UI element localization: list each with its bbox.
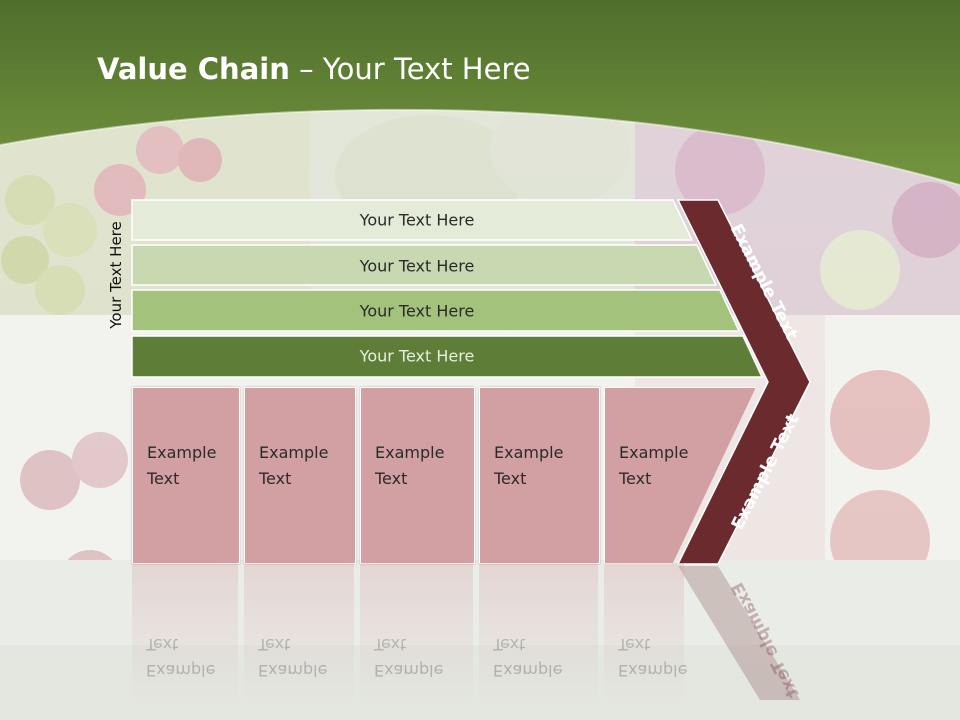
box-2: Example Text [244,387,356,564]
box-3-reflection-label: Example Text [374,635,444,680]
box-1-label: Example Text [147,443,217,488]
bar-1-shape [131,199,694,241]
slide-title: Value Chain – Your Text Here [97,52,531,86]
box-2-reflection-label: Example Text [258,635,328,680]
bar-4-shape [131,335,764,378]
box-2-reflection: Example Text [244,563,354,703]
box-1-reflection-label: Example Text [146,635,216,680]
box-4: Example Text [479,387,600,564]
bar-2-label: Your Text Here [359,256,475,276]
chevron-shape [676,199,811,565]
title-bold: Value Chain [97,52,290,86]
box-1: Example Text [132,387,240,564]
box-3: Example Text [360,387,475,564]
bar-1-label: Your Text Here [359,210,475,230]
bar-3-label: Your Text Here [359,301,475,321]
box-4-reflection-label: Example Text [493,635,563,680]
box-5-reflection: Example Text [604,563,688,703]
box-3-label: Example Text [375,443,445,488]
bar-3-shape [131,289,741,332]
box-1-reflection: Example Text [132,563,238,703]
chevron-reflection [678,566,800,700]
bar-4-label: Your Text Here [359,346,475,366]
title-rest: – Your Text Here [289,52,531,86]
box-5-label: Example Text [619,443,689,488]
bar-2-shape [131,244,718,286]
box-4-reflection: Example Text [479,563,598,703]
box-2-label: Example Text [259,443,329,488]
box-3-reflection: Example Text [360,563,473,703]
box-5-reflection-label: Example Text [618,635,688,680]
box-4-label: Example Text [494,443,564,488]
